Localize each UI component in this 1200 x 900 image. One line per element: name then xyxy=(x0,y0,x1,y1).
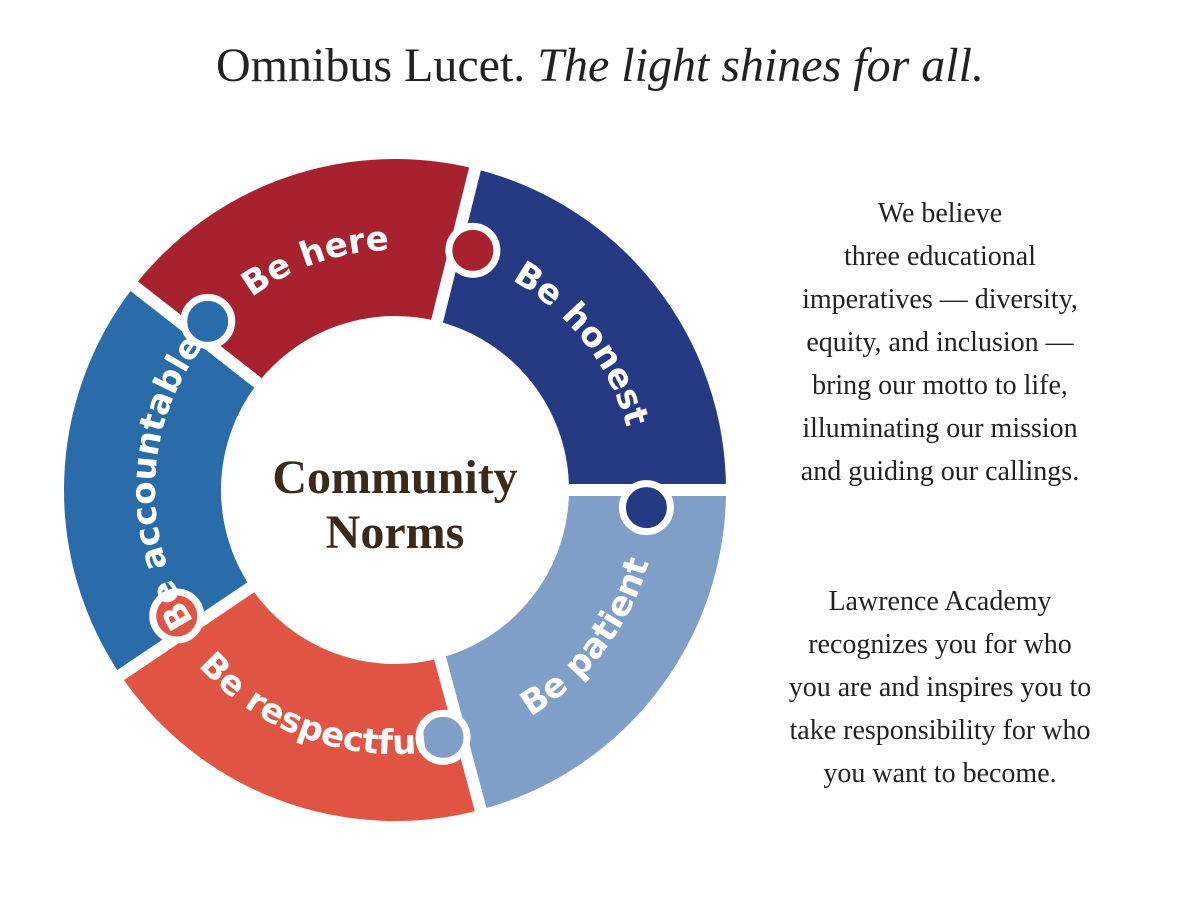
center-title-line2: Norms xyxy=(326,506,465,559)
puzzle-knob xyxy=(445,222,501,278)
puzzle-knob xyxy=(618,480,674,536)
puzzle-piece-be-honest xyxy=(429,157,738,496)
puzzle-knob xyxy=(180,293,236,349)
page-title: Omnibus Lucet. The light shines for all. xyxy=(0,38,1200,93)
puzzle-piece-be-respectful xyxy=(109,577,489,833)
puzzle-piece-be-patient xyxy=(432,484,738,822)
paragraph-line: take responsibility for who xyxy=(789,715,1091,746)
puzzle-knob xyxy=(415,709,471,765)
paragraph-line: bring our motto to life, xyxy=(812,370,1068,401)
paragraph-line: and guiding our callings. xyxy=(800,456,1080,487)
paragraph-line: recognizes you for who xyxy=(808,629,1072,660)
paragraph-line: Lawrence Academy xyxy=(828,586,1052,617)
motto-translation: The light shines for all. xyxy=(537,39,984,92)
belief-paragraph: We believe three educational imperatives —… xyxy=(760,192,1120,493)
paragraph-line: three educational xyxy=(843,241,1036,272)
puzzle-knob xyxy=(149,588,205,644)
paragraph-line: illuminating our mission xyxy=(802,413,1078,444)
academy-paragraph: Lawrence Academy recognizes you for who yo… xyxy=(760,580,1120,795)
paragraph-line: you are and inspires you to xyxy=(788,672,1092,703)
puzzle-piece-be-accountable xyxy=(52,276,269,685)
motto: Omnibus Lucet. xyxy=(216,39,526,92)
paragraph-line: equity, and inclusion — xyxy=(806,327,1074,358)
center-title-line1: Community xyxy=(272,451,517,504)
paragraph-line: imperatives — diversity, xyxy=(802,284,1078,315)
paragraph-line: you want to become. xyxy=(823,758,1057,789)
paragraph-line: We believe xyxy=(877,198,1003,229)
